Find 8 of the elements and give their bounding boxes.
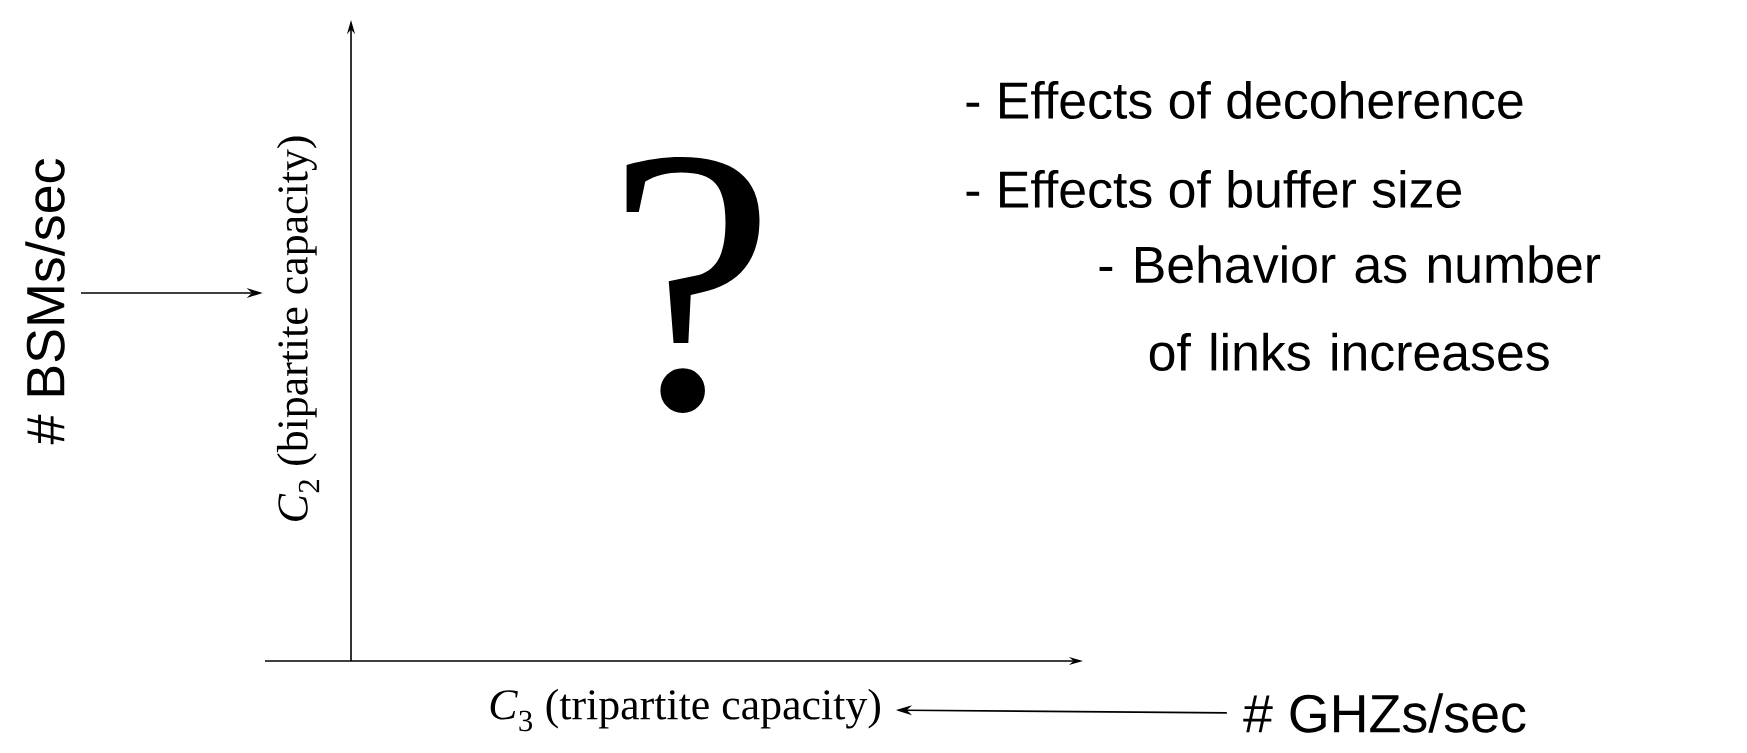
bullet-item: - Effects of decoherence [966, 80, 1523, 119]
axis-label: # BSMs/sec [25, 158, 65, 445]
axis-label: # GHZs/sec [1243, 693, 1526, 733]
bullet-item: - Behavior as number of links increases [1099, 245, 1601, 371]
axis-label: C$_{2}$ (bipartite capacity) [276, 136, 320, 521]
question-mark: ? [626, 157, 760, 413]
bullet-item: - Effects of buffer size [966, 169, 1461, 208]
axis-label: C$_{3}$ (tripartite capacity) [490, 688, 880, 732]
